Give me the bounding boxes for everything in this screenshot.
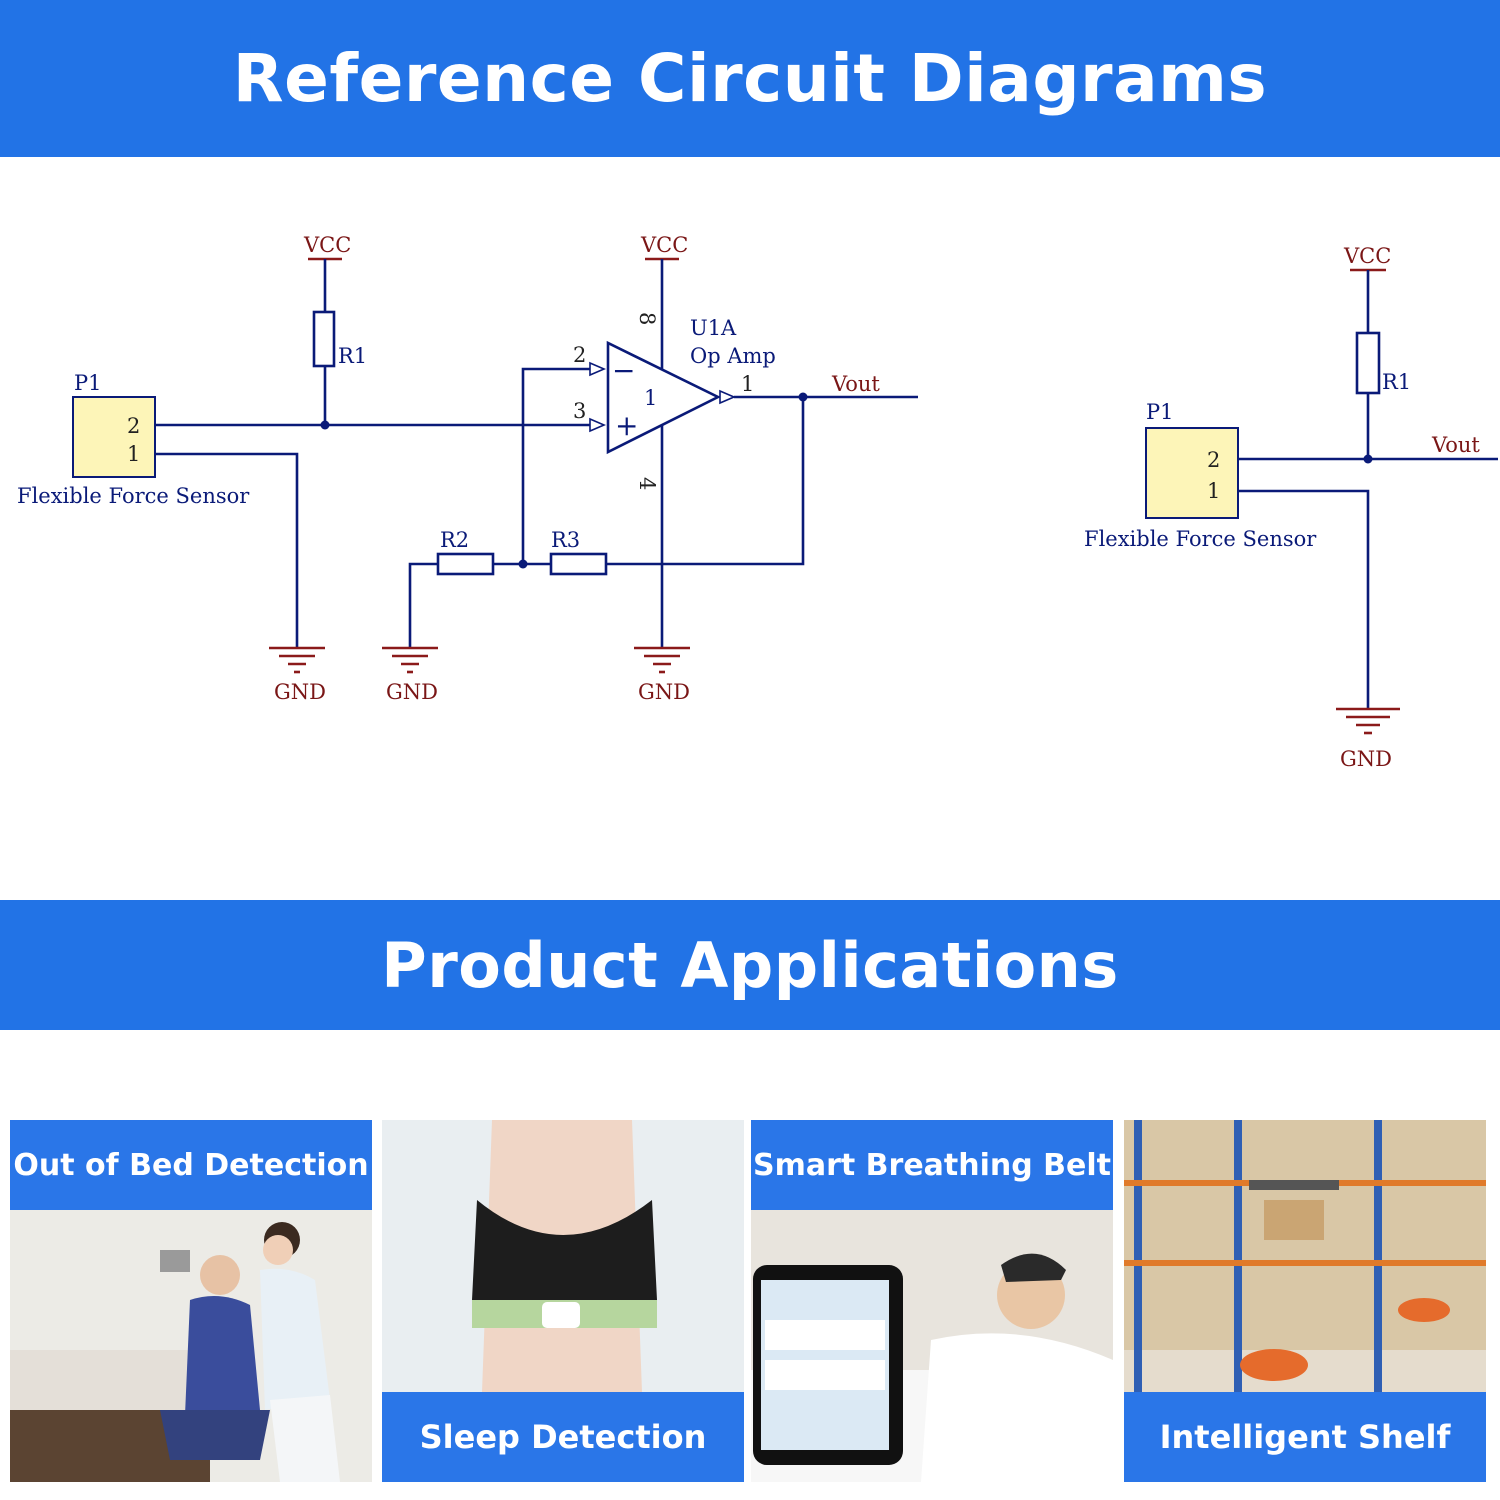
sleeping-man-photo <box>751 1210 1113 1482</box>
pin-arrow <box>589 417 607 433</box>
wire <box>521 367 590 564</box>
u1a-label: U1A <box>690 316 737 340</box>
header-banner: Reference Circuit Diagrams <box>0 0 1500 157</box>
connector-p1 <box>1145 427 1239 519</box>
p1-pin1: 1 <box>127 442 140 466</box>
pin-2-label: 2 <box>573 343 586 367</box>
caregiver-photo <box>10 1210 372 1482</box>
non-inverting-sign: + <box>615 409 638 442</box>
p1-label: P1 <box>74 371 102 395</box>
section-title: Product Applications <box>381 928 1119 1002</box>
warehouse-photo <box>1124 1120 1486 1392</box>
application-label: Out of Bed Detection <box>10 1120 372 1210</box>
junction-dot <box>518 559 528 569</box>
pin-1-label: 1 <box>741 372 754 396</box>
ground-symbol <box>1336 707 1400 735</box>
wire <box>606 397 805 566</box>
gnd-label: GND <box>1340 747 1392 771</box>
gnd-label: GND <box>386 680 438 704</box>
vcc-label: VCC <box>303 233 351 257</box>
resistor-r3 <box>549 552 608 576</box>
ground-symbol <box>382 646 438 674</box>
sensor-label: Flexible Force Sensor <box>17 484 250 508</box>
pin-8-label: 8 <box>635 312 659 325</box>
vcc-label: VCC <box>640 233 688 257</box>
r3-label: R3 <box>551 528 580 552</box>
ground-symbol <box>269 646 325 674</box>
p1-pin2: 2 <box>127 414 140 438</box>
connector-p1 <box>72 396 156 478</box>
pin-3-label: 3 <box>573 399 586 423</box>
wire <box>408 562 438 648</box>
application-card-out-of-bed: Out of Bed Detection <box>10 1120 372 1482</box>
amplifier-circuit: VCC R1 P1 2 1 Flexible Force Sensor − + … <box>17 233 918 704</box>
vcc-label: VCC <box>1343 244 1391 268</box>
r1-label: R1 <box>1382 370 1411 394</box>
p1-pin1: 1 <box>1207 479 1220 503</box>
r1-label: R1 <box>338 344 367 368</box>
pin-arrow <box>589 361 607 377</box>
breathing-belt-photo <box>382 1120 744 1392</box>
page-title: Reference Circuit Diagrams <box>232 40 1268 117</box>
pin-4-label: 4 <box>635 477 659 490</box>
junction-dot <box>1363 454 1373 464</box>
inverting-sign: − <box>612 354 635 387</box>
junction-dot <box>320 420 330 430</box>
pin-arrow <box>719 389 737 405</box>
vout-label: Vout <box>831 372 880 396</box>
unit-number: 1 <box>644 386 657 410</box>
sensor-label: Flexible Force Sensor <box>1084 527 1317 551</box>
wire <box>1238 489 1370 709</box>
r2-label: R2 <box>440 528 469 552</box>
applications-banner: Product Applications <box>0 900 1500 1030</box>
application-label: Sleep Detection <box>382 1392 744 1482</box>
p1-pin2: 2 <box>1207 448 1220 472</box>
resistor-r1 <box>1355 331 1381 395</box>
resistor-r1 <box>312 310 336 368</box>
ground-symbol <box>634 646 690 674</box>
circuit-diagrams: VCC R1 P1 2 1 Flexible Force Sensor − + … <box>17 233 1498 771</box>
gnd-label: GND <box>274 680 326 704</box>
application-card-sleep-detection: Sleep Detection <box>382 1120 744 1482</box>
application-label: Smart Breathing Belt <box>751 1120 1113 1210</box>
op-amp-label: Op Amp <box>690 344 776 368</box>
resistor-r2 <box>436 552 495 576</box>
p1-label: P1 <box>1146 400 1174 424</box>
divider-circuit: VCC R1 P1 2 1 Flexible Force Sensor Vout… <box>1084 244 1498 771</box>
vout-label: Vout <box>1431 433 1480 457</box>
application-label: Intelligent Shelf <box>1124 1392 1486 1482</box>
application-card-intelligent-shelf: Intelligent Shelf <box>1124 1120 1486 1482</box>
wire <box>155 452 299 648</box>
gnd-label: GND <box>638 680 690 704</box>
application-card-breathing-belt: Smart Breathing Belt <box>751 1120 1113 1482</box>
